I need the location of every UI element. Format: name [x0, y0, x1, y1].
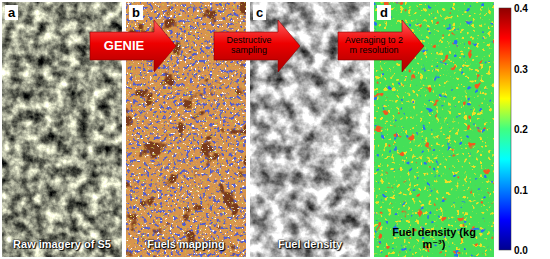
block-arrow — [214, 20, 300, 72]
block-arrow — [338, 20, 424, 72]
colorbar-tick: 0.3 — [514, 63, 528, 74]
panel-caption: Fuel density — [278, 238, 342, 251]
panel-letter: c — [253, 5, 266, 20]
colorbar-tick: 0.2 — [514, 124, 528, 135]
arrow-label: Destructive sampling — [217, 36, 281, 56]
arrow-label: GENIE — [92, 39, 156, 53]
arrow-label: Averaging to 2 m resolution — [341, 36, 407, 56]
colorbar-tick: 0.0 — [514, 245, 528, 256]
panel-caption: Fuel density (kg m⁻³) — [390, 226, 478, 251]
panel-caption: Fuels mapping — [147, 238, 225, 251]
panel-caption: Raw imagery of S5 — [13, 238, 111, 251]
block-arrow — [90, 20, 176, 72]
colorbar-tick: 0.4 — [514, 3, 528, 14]
panel-letter: b — [129, 5, 143, 20]
panel-letter: a — [5, 5, 18, 20]
colorbar-tick: 0.1 — [514, 184, 528, 195]
panel-letter: d — [377, 5, 391, 20]
color-bar — [499, 8, 511, 250]
